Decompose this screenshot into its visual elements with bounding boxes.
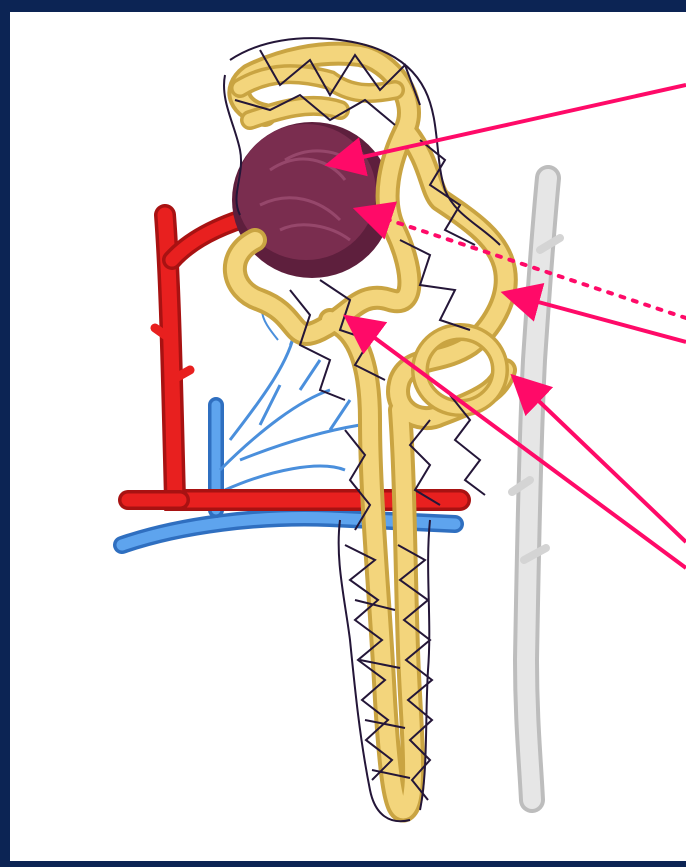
nephron-diagram [10, 12, 686, 861]
collecting-duct [512, 178, 560, 800]
diagram-panel [10, 12, 686, 861]
glomerulus [232, 122, 392, 278]
